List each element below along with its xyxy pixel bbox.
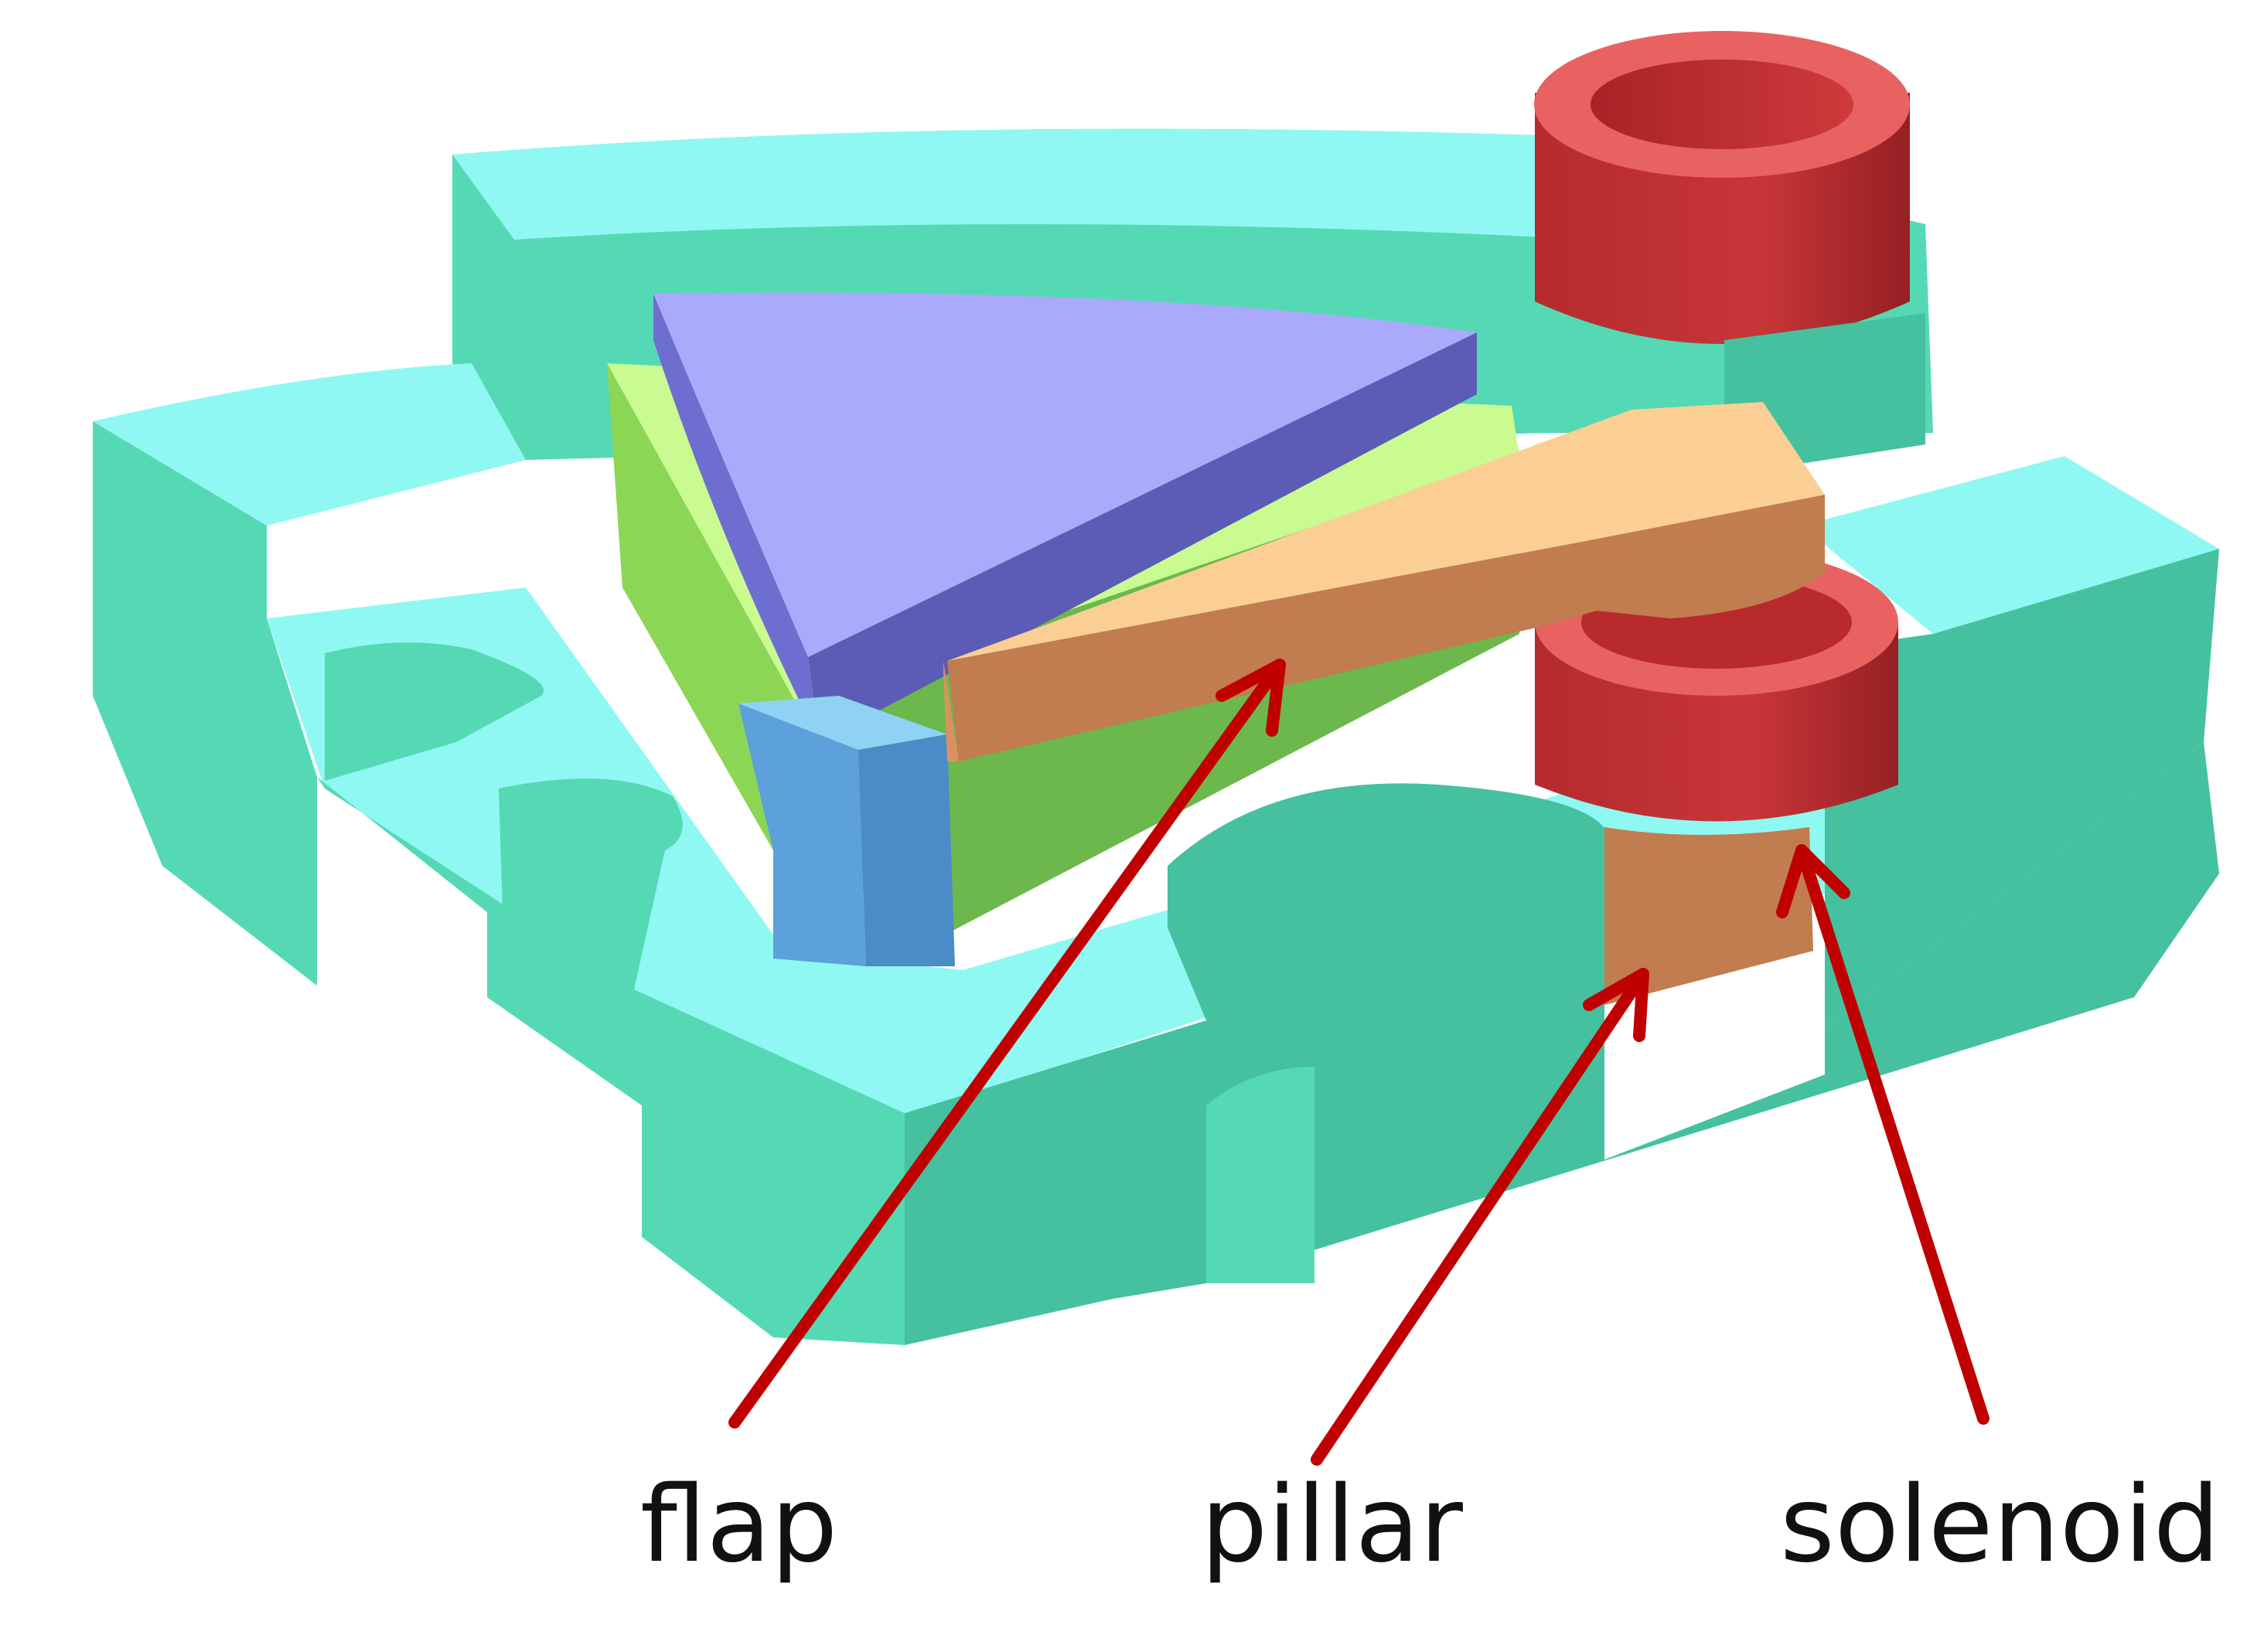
sector-top (653, 292, 1477, 657)
purple-sector (653, 292, 1477, 742)
pillar (1604, 827, 1813, 1005)
base-slab-front-left (317, 777, 905, 1345)
flap-label: flap (640, 1464, 838, 1586)
base-hole-3 (1168, 783, 1608, 1020)
base-slab-top (267, 549, 2219, 1117)
support-right (858, 734, 955, 966)
base-hole-4 (1206, 1067, 1314, 1283)
top-solenoid-bore (1591, 60, 1853, 149)
flap-top-face (947, 402, 1825, 661)
solenoid-label: solenoid (1780, 1464, 2221, 1586)
solenoid-arrow (1776, 844, 1990, 1425)
sector-front-edge (808, 332, 1477, 742)
support-top (738, 696, 947, 750)
base-left-tier-top (93, 363, 526, 526)
base-right-block-side (1825, 549, 2219, 1028)
callout-arrows (728, 659, 1990, 1466)
base-hole-2 (499, 778, 683, 989)
flap-tip-end (943, 661, 959, 761)
flap (943, 402, 1825, 761)
base-hole-1 (325, 642, 544, 781)
pillar-arrow (1311, 968, 1649, 1466)
flap-arrow (728, 659, 1286, 1429)
base-upper-ridge-top (452, 128, 1593, 240)
flap-front-face (947, 495, 1825, 761)
support-left (738, 703, 866, 966)
blue-support-block (738, 696, 955, 966)
pillar-label: pillar (1201, 1464, 1463, 1586)
base-slab-front-right (1206, 742, 2219, 1283)
base-slab-front-mid (905, 1020, 1206, 1345)
sector-left-edge (653, 294, 820, 742)
base-left-tier-front (93, 421, 317, 986)
base-right-block-top (1802, 456, 2219, 634)
